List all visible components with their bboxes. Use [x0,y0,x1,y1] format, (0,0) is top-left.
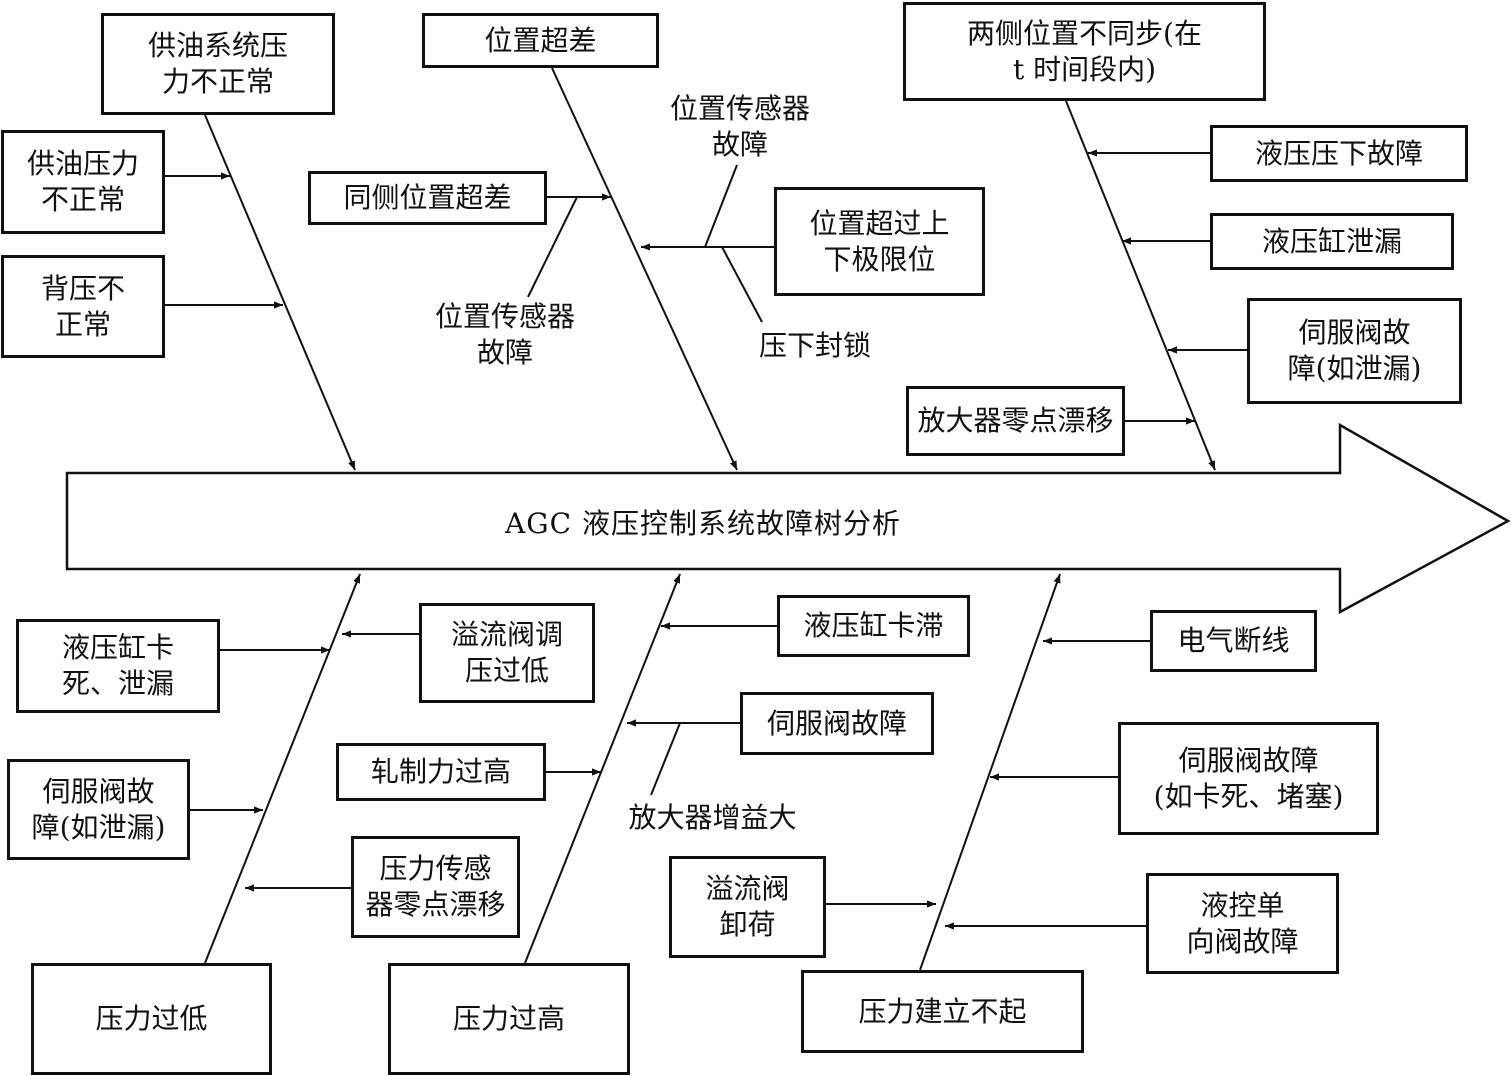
cause-relief-unload: 溢流阀 卸荷 [669,856,826,958]
rib-pressure-low [204,573,361,964]
cause-cylinder-stuck-leak: 液压缸卡 死、泄漏 [16,619,220,713]
cause-servo-fault: 伺服阀故障 [740,692,934,755]
cause-electric-break: 电气断线 [1150,610,1317,672]
amp-gain-tick [650,722,681,796]
cause-cylinder-jam: 液压缸卡滞 [777,595,970,657]
rib-pressure-high [524,573,681,964]
spine-title: AGC 液压控制系统故障树分析 [505,507,901,540]
cause-check-valve-fault: 液控单 向阀故障 [1146,873,1339,974]
cause-amp-zero-drift: 放大器零点漂移 [906,386,1125,456]
category-pressure-low: 压力过低 [31,963,272,1075]
cause-rolling-force-high: 轧制力过高 [336,743,546,801]
rib-position-overshoot [551,67,738,471]
category-position-overshoot: 位置超差 [422,13,659,68]
label-press-lock: 压下封锁 [758,329,871,362]
sensor-upper-tick [704,164,738,248]
label-position-sensor-lower: 位置传感器 故障 [434,300,575,369]
spine-arrow [65,422,1511,615]
category-oil-supply: 供油系统压 力不正常 [101,13,335,115]
cause-hydraulic-pressdown: 液压压下故障 [1210,125,1468,182]
category-pressure-high: 压力过高 [388,963,630,1075]
cause-relief-low: 溢流阀调 压过低 [419,603,595,703]
cause-servo-stuck: 伺服阀故障 (如卡死、堵塞) [1118,722,1379,835]
label-amp-gain-high: 放大器增益大 [628,801,797,834]
category-sides-unsync: 两侧位置不同步(在 t 时间段内) [903,2,1266,101]
cause-back-pressure: 背压不 正常 [1,255,165,358]
sensor-lower-tick [527,196,578,298]
cause-cylinder-leak: 液压缸泄漏 [1210,213,1454,270]
cause-servo-leak-top: 伺服阀故 障(如泄漏) [1247,298,1462,404]
cause-pressure-sensor-drift: 压力传感 器零点漂移 [351,836,520,938]
rib-oil-supply [204,114,356,471]
cause-same-side-overshoot: 同侧位置超差 [308,171,547,225]
rib-sides-unsync [1065,100,1216,471]
rib-pressure-not-built [919,573,1061,971]
cause-servo-leak-bottom: 伺服阀故 障(如泄漏) [7,759,190,860]
press-lock-tick [721,246,763,323]
category-pressure-not-built: 压力建立不起 [801,970,1084,1053]
label-position-sensor-upper: 位置传感器 故障 [669,92,810,161]
cause-limit-exceeded: 位置超过上 下极限位 [774,187,985,296]
cause-supply-pressure: 供油压力 不正常 [1,130,165,234]
